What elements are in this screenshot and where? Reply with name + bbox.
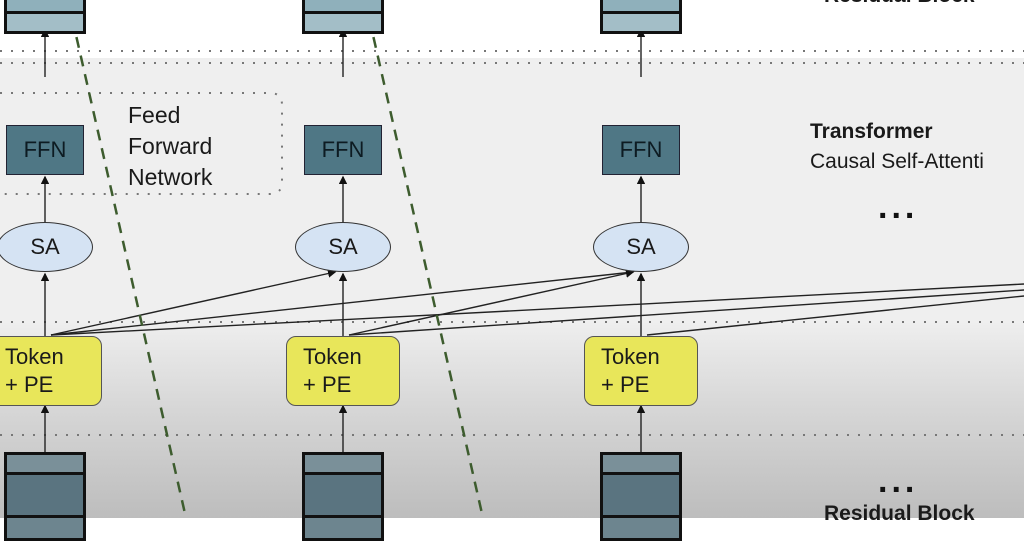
- residual-block-bottom: [4, 452, 86, 541]
- causal-boundary: [363, 0, 485, 518]
- residual-segment: [7, 455, 83, 475]
- ffn-note: Feed Forward Network: [128, 100, 212, 193]
- residual-block-top: [600, 0, 682, 34]
- token-label: Token: [601, 344, 660, 369]
- residual-segment: [305, 475, 381, 518]
- transformer-region: [0, 58, 1024, 323]
- connection-layer: [0, 0, 1024, 518]
- token-pe-node: Token + PE: [0, 336, 102, 406]
- residual-segment: [603, 518, 679, 538]
- residual-segment: [7, 0, 83, 14]
- residual-segment: [7, 518, 83, 538]
- transformer-subtitle: Causal Self-Attenti: [810, 150, 984, 173]
- attention-link: [348, 289, 1024, 336]
- ffn-note-line: Network: [128, 164, 213, 190]
- token-label: Token: [303, 344, 362, 369]
- residual-block-top: [302, 0, 384, 34]
- residual-region-top: [0, 0, 1024, 58]
- residual-block-bottom: [600, 452, 682, 541]
- causal-boundary: [66, 0, 188, 518]
- token-pe-node: Token + PE: [584, 336, 698, 406]
- ffn-node: FFN: [602, 125, 680, 175]
- residual-segment: [305, 455, 381, 475]
- sa-node: SA: [295, 222, 391, 272]
- pe-label: + PE: [5, 372, 54, 397]
- sa-node: SA: [0, 222, 93, 272]
- pe-label: + PE: [303, 372, 352, 397]
- attention-link: [646, 295, 1024, 336]
- residual-block-label-bottom: Residual Block: [824, 502, 975, 525]
- residual-block-label-top: Residual Block: [824, 0, 975, 8]
- ffn-note-line: Forward: [128, 133, 213, 159]
- residual-segment: [603, 475, 679, 518]
- residual-segment: [603, 14, 679, 31]
- residual-segment: [305, 0, 381, 14]
- residual-segment: [305, 14, 381, 31]
- attention-link: [50, 283, 1024, 336]
- ffn-node: FFN: [6, 125, 84, 175]
- token-pe-node: Token + PE: [286, 336, 400, 406]
- attention-link: [348, 269, 635, 336]
- residual-block-bottom: [302, 452, 384, 541]
- residual-segment: [7, 475, 83, 518]
- token-label: Token: [5, 344, 64, 369]
- residual-block-top: [4, 0, 86, 34]
- transformer-title: Transformer: [810, 120, 933, 143]
- ffn-node: FFN: [304, 125, 382, 175]
- residual-segment: [603, 455, 679, 475]
- ellipsis-transformer: ...: [878, 188, 919, 226]
- sa-node: SA: [593, 222, 689, 272]
- ffn-note-line: Feed: [128, 102, 181, 128]
- residual-segment: [305, 518, 381, 538]
- input-region: [0, 323, 1024, 518]
- residual-segment: [603, 0, 679, 14]
- pe-label: + PE: [601, 372, 650, 397]
- residual-segment: [7, 14, 83, 31]
- ellipsis-residual: ...: [878, 462, 919, 500]
- attention-link: [50, 269, 337, 336]
- attention-link: [50, 268, 635, 336]
